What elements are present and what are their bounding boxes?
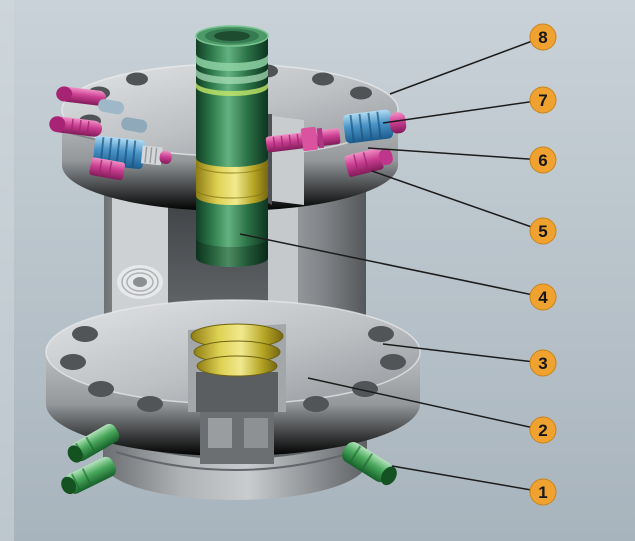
callout-number-7: 7 bbox=[538, 91, 547, 110]
callout-7: 7 bbox=[382, 86, 557, 124]
casing-mandrel bbox=[195, 25, 269, 267]
bottom-fittings bbox=[61, 423, 397, 495]
callout-3: 3 bbox=[382, 343, 557, 377]
left-stud-upper bbox=[56, 86, 107, 106]
leader-line-6 bbox=[367, 147, 544, 161]
callout-number-2: 2 bbox=[538, 421, 547, 440]
callout-number-4: 4 bbox=[538, 288, 548, 307]
callout-6: 6 bbox=[367, 146, 557, 174]
leader-line-7 bbox=[382, 99, 544, 124]
leader-line-4 bbox=[239, 233, 544, 298]
mandrel-ring bbox=[196, 68, 268, 84]
callout-1: 1 bbox=[391, 465, 557, 506]
bottom-flange-bolt-holes bbox=[60, 326, 406, 412]
right-stud bbox=[265, 126, 341, 153]
leader-line-5 bbox=[371, 170, 544, 232]
callout-number-5: 5 bbox=[538, 222, 547, 241]
callout-number-8: 8 bbox=[538, 28, 547, 47]
mandrel-ring bbox=[196, 54, 268, 71]
right-port-assembly bbox=[265, 109, 407, 177]
leader-line-1 bbox=[391, 465, 544, 493]
bottom-right-fitting bbox=[341, 442, 397, 486]
mandrel-seal-band bbox=[196, 158, 268, 205]
callout-4: 4 bbox=[239, 233, 557, 311]
flange-center-cut bbox=[188, 323, 286, 412]
page-edge bbox=[0, 0, 14, 541]
callout-circle-1 bbox=[529, 478, 557, 506]
bottom-left-fitting-lower bbox=[61, 456, 117, 495]
callout-circle-5 bbox=[529, 217, 557, 245]
top-flange-cut bbox=[264, 114, 304, 205]
callout-5: 5 bbox=[371, 170, 557, 245]
left-pink-nut bbox=[89, 157, 126, 181]
callout-circle-2 bbox=[529, 416, 557, 444]
left-bolt-heads bbox=[98, 98, 148, 133]
leader-line-2 bbox=[307, 377, 544, 431]
callout-layer: 8 7 6 5 4 3 2 1 bbox=[239, 23, 557, 506]
neck-notch bbox=[200, 412, 274, 464]
bottom-left-fitting-upper bbox=[67, 423, 120, 463]
mandrel-ring bbox=[196, 82, 268, 96]
left-stud-lower bbox=[49, 116, 103, 137]
callout-circle-7 bbox=[529, 86, 557, 114]
leader-line-3 bbox=[382, 343, 544, 364]
leader-line-8 bbox=[389, 36, 544, 95]
callout-number-3: 3 bbox=[538, 354, 547, 373]
right-pink-nut bbox=[344, 148, 393, 177]
callout-8: 8 bbox=[389, 23, 557, 95]
callout-number-1: 1 bbox=[538, 483, 547, 502]
bottom-flange bbox=[45, 299, 421, 464]
callout-circle-3 bbox=[529, 349, 557, 377]
callout-circle-8 bbox=[529, 23, 557, 51]
left-port-assembly bbox=[49, 86, 172, 181]
callout-number-6: 6 bbox=[538, 151, 547, 170]
right-valve-fitting bbox=[343, 109, 407, 144]
seal-rings bbox=[190, 323, 284, 377]
callout-2: 2 bbox=[307, 377, 557, 444]
mandrel-bore bbox=[214, 31, 250, 41]
callout-circle-6 bbox=[529, 146, 557, 174]
callout-circle-4 bbox=[529, 283, 557, 311]
